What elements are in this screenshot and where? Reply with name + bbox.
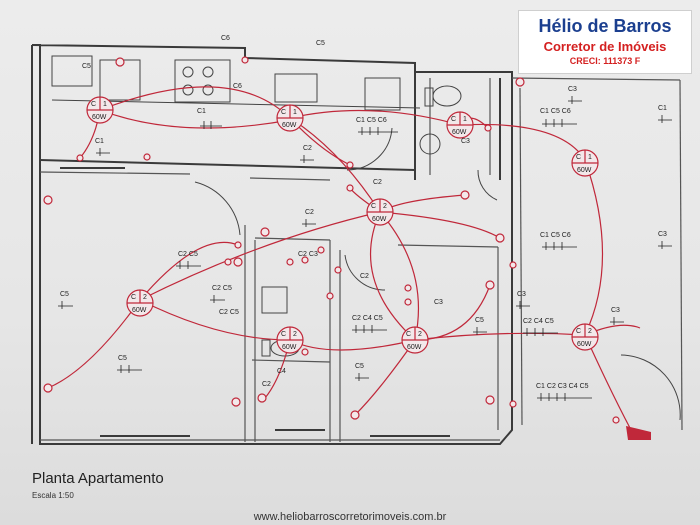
- circuit-label: C3: [611, 307, 620, 314]
- light-fixtures: C 1 60W C 1 60W C 1 60W C 1 60W C 2 60W: [86, 96, 599, 354]
- circuit-label: C2: [262, 381, 271, 388]
- circuit-label: C4: [277, 368, 286, 375]
- light-fixture: C 1 60W: [571, 149, 599, 177]
- circuit-label: C5: [475, 317, 484, 324]
- fixture-top: C: [406, 331, 411, 338]
- fixture-watt: 60W: [452, 129, 467, 136]
- agent-name: Hélio de Barros: [538, 16, 672, 36]
- circuit-label: C5: [82, 63, 91, 70]
- light-fixture: C 2 60W: [401, 326, 429, 354]
- circuit-label: C2 C3: [298, 251, 318, 258]
- plan-title: Planta Apartamento: [32, 470, 164, 487]
- website-watermark: www.heliobarroscorretorimoveis.com.br: [253, 511, 447, 523]
- door-marker-icon: [626, 426, 651, 440]
- circuit-label: C1: [197, 108, 206, 115]
- circuit-label: C6: [233, 83, 242, 90]
- light-fixture: C 1 60W: [86, 96, 114, 124]
- circuit-label: C2: [360, 273, 369, 280]
- fixture-num: 1: [293, 109, 297, 116]
- switch-tick-marks: [58, 96, 672, 401]
- circuit-label: C2 C4 C5: [523, 318, 554, 325]
- circuit-label: C3: [434, 299, 443, 306]
- fixture-num: 1: [463, 116, 467, 123]
- circuit-wiring: [47, 86, 641, 429]
- light-fixture: C 2 60W: [126, 289, 154, 317]
- fixture-num: 1: [588, 154, 592, 161]
- fixture-watt: 60W: [92, 114, 107, 121]
- fixture-top: C: [451, 116, 456, 123]
- fixture-watt: 60W: [577, 167, 592, 174]
- circuit-label: C1: [658, 105, 667, 112]
- light-fixture: C 1 60W: [276, 104, 304, 132]
- circuit-label: C1 C2 C3 C4 C5: [536, 383, 589, 390]
- fixture-num: 2: [418, 331, 422, 338]
- circuit-label: C2 C5: [219, 309, 239, 316]
- circuit-label: C2 C5: [212, 285, 232, 292]
- electrical-points: [43, 56, 651, 440]
- light-fixture: C 2 60W: [276, 326, 304, 354]
- fixture-top: C: [576, 154, 581, 161]
- circuit-label: C3: [517, 291, 526, 298]
- fixture-top: C: [131, 294, 136, 301]
- circuit-label: C1 C5 C6: [356, 117, 387, 124]
- fixture-num: 2: [383, 203, 387, 210]
- furniture: [51, 55, 681, 421]
- fixture-top: C: [281, 109, 286, 116]
- fixture-num: 2: [293, 331, 297, 338]
- light-fixture: C 2 60W: [571, 323, 599, 351]
- fixture-top: C: [371, 203, 376, 210]
- circuit-label: C1: [95, 138, 104, 145]
- circuit-label: C1 C5 C6: [540, 232, 571, 239]
- circuit-label: C3: [461, 138, 470, 145]
- circuit-label: C2 C4 C5: [352, 315, 383, 322]
- circuit-label: C5: [316, 40, 325, 47]
- agent-brand-box: Hélio de Barros Corretor de Imóveis CREC…: [518, 10, 692, 74]
- fixture-num: 2: [143, 294, 147, 301]
- circuit-label: C5: [60, 291, 69, 298]
- light-fixture: C 2 60W: [366, 198, 394, 226]
- circuit-label: C2: [305, 209, 314, 216]
- fixture-watt: 60W: [407, 344, 422, 351]
- circuit-label: C1 C5 C6: [540, 108, 571, 115]
- circuit-label: C6: [221, 35, 230, 42]
- fixture-num: 1: [103, 101, 107, 108]
- circuit-label: C5: [355, 363, 364, 370]
- plan-scale: Escala 1:50: [32, 491, 74, 500]
- circuit-label: C2 C5: [178, 251, 198, 258]
- fixture-watt: 60W: [577, 341, 592, 348]
- agent-role: Corretor de Imóveis: [543, 39, 667, 54]
- fixture-watt: 60W: [282, 122, 297, 129]
- circuit-label: C5: [118, 355, 127, 362]
- circuit-label: C3: [568, 86, 577, 93]
- fixture-num: 2: [588, 328, 592, 335]
- circuit-label: C2: [303, 145, 312, 152]
- walls: [31, 44, 683, 445]
- fixture-top: C: [281, 331, 286, 338]
- fixture-watt: 60W: [372, 216, 387, 223]
- circuit-labels: C5 C6 C5 C1 C6 C1 C5 C6 C1 C2 C2 C3 C1 C…: [60, 35, 667, 390]
- agent-creci: CRECI: 111373 F: [569, 56, 641, 66]
- fixture-watt: 60W: [282, 344, 297, 351]
- fixture-top: C: [576, 328, 581, 335]
- fixture-watt: 60W: [132, 307, 147, 314]
- fixture-top: C: [91, 101, 96, 108]
- circuit-label: C2: [373, 179, 382, 186]
- light-fixture: C 1 60W: [446, 111, 474, 139]
- circuit-label: C3: [658, 231, 667, 238]
